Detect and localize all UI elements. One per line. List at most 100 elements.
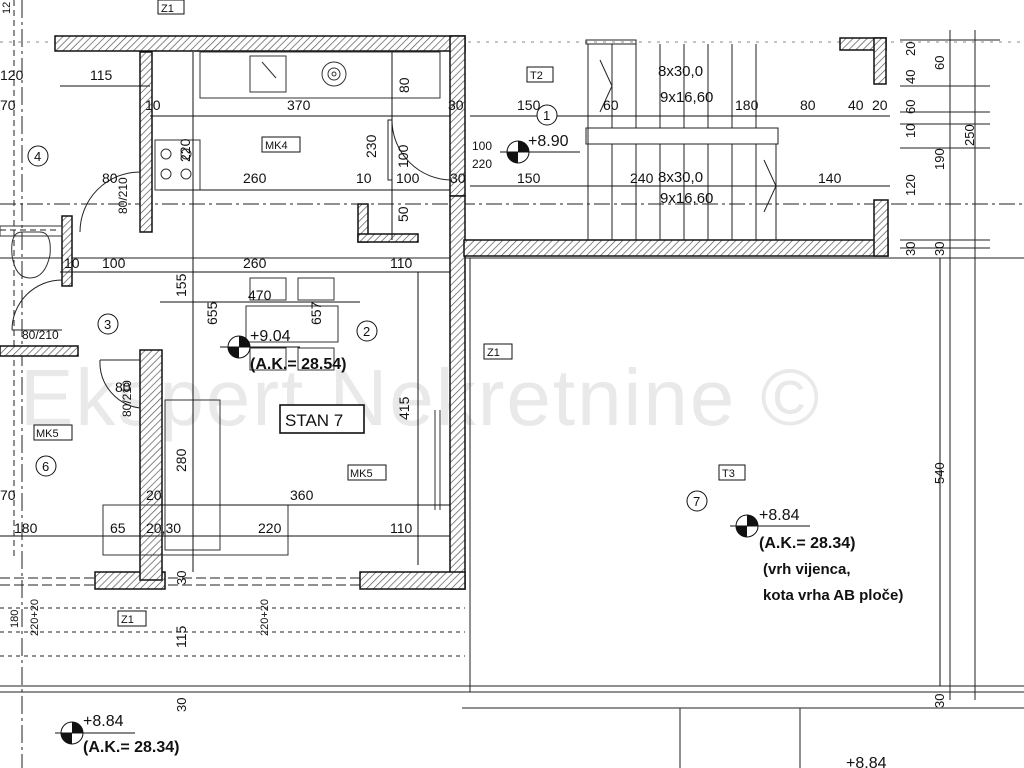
apartment-label: STAN 7 (285, 411, 343, 430)
staircase (585, 39, 779, 240)
dim-label: 40 (903, 70, 918, 84)
level-markers (55, 140, 810, 745)
room-number-3: 3 (104, 317, 111, 332)
stair-flight-2-b: 9x16,60 (660, 190, 713, 207)
dim-label: 65 (110, 520, 126, 536)
zone-z1-right: Z1 (487, 347, 500, 359)
level-marker-terrace (730, 514, 810, 538)
dim-label: 10 (356, 170, 372, 186)
level-terrace: +8.84 (759, 507, 800, 524)
dim-label: 60 (603, 97, 619, 113)
level-living-ak: (A.K.= 28.54) (250, 356, 346, 373)
room-number-4: 4 (34, 149, 41, 164)
dim-label: 180 (735, 97, 759, 113)
dim-label: 110 (390, 520, 413, 536)
dim-label: 10 (145, 97, 161, 113)
dim-label: 30 (903, 242, 918, 256)
dim-label: 60 (903, 100, 918, 114)
level-bottom-ak: (A.K.= 28.34) (83, 739, 179, 756)
doors (11, 119, 453, 409)
dim-label: 120 (0, 67, 24, 83)
dim-label: 20 (146, 487, 162, 503)
walls (0, 35, 889, 590)
level-bottom-right: +8.84 (846, 755, 887, 768)
dim-label: 190 (932, 148, 947, 170)
dim-label: 100 (102, 255, 126, 271)
room-number-1: 1 (543, 108, 550, 123)
dim-label: 40 (848, 97, 864, 113)
zone-z1-bottom: Z1 (121, 614, 134, 626)
dim-label: 80 (102, 170, 118, 186)
room-circles (27, 104, 708, 512)
stair-flight-1-a: 8x30,0 (658, 63, 703, 80)
dim-label: 70 (0, 487, 16, 503)
room-number-7: 7 (693, 494, 700, 509)
dim-label: 470 (248, 287, 272, 303)
level-marker-stair (500, 140, 580, 164)
dim-label: 220+20 (259, 599, 271, 636)
material-mk5-main: MK5 (350, 468, 373, 480)
dim-label: 415 (396, 396, 412, 420)
dim-label: 150 (517, 170, 541, 186)
level-living: +9.04 (250, 328, 291, 345)
level-bottom: +8.84 (83, 713, 124, 730)
terrace-note-2: kota vrha AB ploče) (763, 587, 903, 604)
material-mk4: MK4 (265, 140, 288, 152)
dim-label: 12 (1, 2, 13, 14)
material-t3: T3 (722, 468, 735, 480)
dim-label: 220+20 (29, 599, 41, 636)
dim-label: 120 (903, 174, 918, 196)
dim-label: 80 (396, 77, 412, 93)
dim-label: 180 (9, 610, 21, 628)
level-marker-living (220, 335, 300, 359)
dim-label: 100 (396, 170, 420, 186)
dim-label: 80 (115, 379, 131, 395)
dim-label: 110 (390, 255, 413, 271)
dim-label: 155 (173, 273, 189, 297)
dim-label: 280 (173, 448, 189, 472)
door-label-5: 220 (472, 157, 492, 171)
dim-label: 240 (630, 170, 654, 186)
dim-label: 115 (173, 625, 189, 648)
dim-label: 60 (932, 56, 947, 70)
door-label-3: 80/210 (120, 380, 134, 417)
door-label-1: 80/210 (116, 177, 130, 214)
dim-label: 370 (287, 97, 311, 113)
door-label-2: 80/210 (22, 328, 59, 342)
stair-flight-1-b: 9x16,60 (660, 89, 713, 106)
dim-label: 230 (363, 134, 379, 158)
material-mk5-left: MK5 (36, 428, 59, 440)
dim-label: 540 (932, 462, 947, 484)
dim-label: 100 (395, 144, 411, 168)
dim-label: 655 (204, 301, 220, 325)
dim-label: 180 (14, 520, 38, 536)
dim-label: 30 (932, 694, 947, 708)
terrace-note-1: (vrh vijenca, (763, 561, 851, 578)
labels: Z1 Z1 Z1 MK4 MK5 MK5 T2 T3 STAN 7 1 2 3 … (0, 2, 977, 768)
level-terrace-ak: (A.K.= 28.34) (759, 535, 855, 552)
dim-label: 150 (517, 97, 541, 113)
dim-label: 140 (818, 170, 842, 186)
dim-label: 20 (872, 97, 888, 113)
zone-z1-top: Z1 (161, 3, 174, 15)
level-stair: +8.90 (528, 133, 569, 150)
dim-label: 115 (90, 67, 113, 83)
stair-flight-2-a: 8x30,0 (658, 169, 703, 186)
material-t2: T2 (530, 70, 543, 82)
dim-label: 220 (177, 138, 193, 162)
room-number-2: 2 (363, 324, 370, 339)
dim-label: 20 (903, 42, 918, 56)
room-number-6: 6 (42, 459, 49, 474)
dim-label: 30 (174, 698, 189, 712)
dim-label: 20,30 (146, 520, 181, 536)
level-marker-bottom (55, 721, 135, 745)
dim-label: 360 (290, 487, 314, 503)
dim-label: 30 (174, 571, 189, 585)
dim-label: 657 (308, 301, 324, 325)
dim-label: 30 (450, 170, 466, 186)
dim-label: 10 (64, 255, 80, 271)
dim-label: 70 (0, 97, 16, 113)
dim-label: 30 (932, 242, 947, 256)
dim-label: 10 (903, 124, 918, 138)
